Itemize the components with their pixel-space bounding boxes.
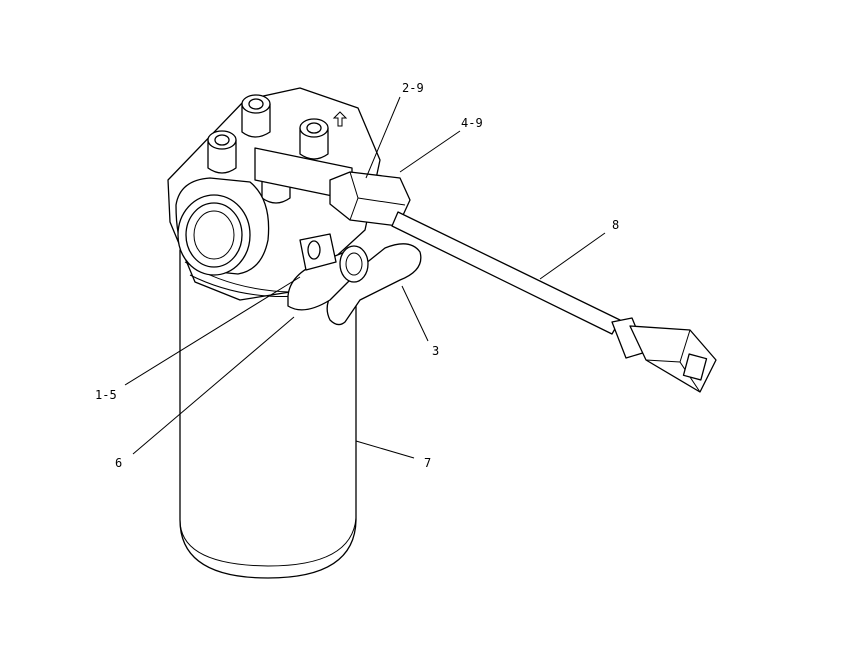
leader-lines bbox=[124, 96, 606, 459]
top-port-3 bbox=[207, 130, 237, 174]
callout-4-9: 4-9 bbox=[461, 116, 483, 130]
callout-6: 6 bbox=[115, 456, 122, 470]
sensor-wire bbox=[391, 211, 621, 335]
top-port-1 bbox=[241, 94, 271, 138]
filter-canister bbox=[179, 249, 357, 579]
sensor-body bbox=[329, 171, 411, 227]
side-port-fitting bbox=[175, 177, 270, 276]
wire-connector bbox=[611, 317, 717, 393]
lower-bracket bbox=[287, 233, 422, 326]
callout-2-9: 2-9 bbox=[402, 81, 424, 95]
callout-8: 8 bbox=[612, 218, 619, 232]
callout-1-5: 1-5 bbox=[95, 388, 117, 402]
top-port-2 bbox=[299, 118, 329, 160]
callout-3: 3 bbox=[432, 344, 439, 358]
callout-7: 7 bbox=[424, 456, 431, 470]
